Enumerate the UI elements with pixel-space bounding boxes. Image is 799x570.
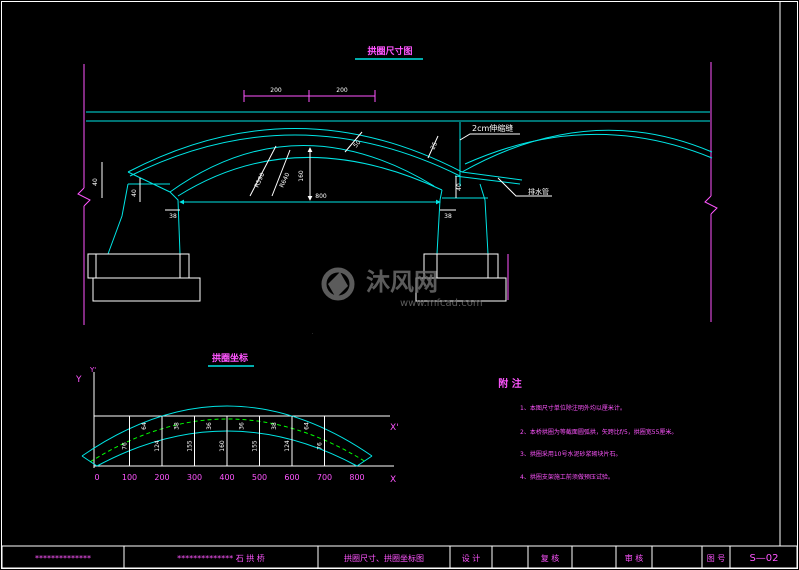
- sheet-label: 图 号: [707, 554, 726, 563]
- arch-ring: [127, 128, 713, 197]
- dim-38-left: 38: [169, 213, 177, 220]
- deck: [86, 111, 710, 122]
- radius-line-2: [271, 149, 291, 197]
- drain-label: 排水管: [528, 187, 549, 196]
- dim-38-right: 38: [444, 213, 452, 220]
- x-tick-label: 100: [122, 473, 137, 482]
- dim-200-right: 200: [336, 87, 348, 94]
- title-block: ************** ************** 石 拱 桥 拱圈尺寸…: [1, 545, 798, 569]
- lower-ordinate-label: 76: [122, 442, 129, 450]
- drain-leader: [497, 177, 552, 197]
- design-label: 设 计: [462, 553, 481, 563]
- x-tick-label: 300: [187, 473, 202, 482]
- watermark-url: www.mfcad.com: [400, 298, 483, 309]
- coord-x-ticks: 0 100 200 300 400 500 600 700 800: [94, 473, 364, 482]
- dim-50-line: [344, 131, 363, 153]
- arch-left-end: [81, 455, 98, 467]
- project-name: ************** 石 拱 桥: [177, 553, 265, 563]
- note-1: 1、本图尺寸单位除注明外均以厘米计。: [520, 404, 626, 412]
- upper-ordinate-label: 38: [173, 422, 180, 430]
- dim-r590: R590: [253, 172, 266, 189]
- axis-y-label: Y: [75, 375, 82, 385]
- watermark: 沐风网 www.mfcad.com: [321, 267, 483, 309]
- center-arc: [89, 418, 367, 463]
- dim-40-left: 40: [92, 178, 99, 186]
- x-tick-label: 500: [252, 473, 267, 482]
- radius-line-1: [249, 145, 277, 197]
- review-label: 审 核: [625, 553, 644, 563]
- lower-ordinate-label: 155: [252, 440, 259, 452]
- dim-25: 25: [429, 141, 439, 151]
- check-label: 复 核: [541, 553, 560, 563]
- note-2: 2、本桥拱圈为等截面圆弧拱，矢跨比f/5，拱圈宽55厘米。: [520, 428, 677, 436]
- lower-ordinate-label: 76: [317, 442, 324, 450]
- x-tick-label: 200: [154, 473, 169, 482]
- dim-50: 50: [352, 139, 362, 149]
- watermark-brand: 沐风网: [366, 268, 438, 296]
- x-tick-label: 400: [219, 473, 234, 482]
- dim-40-mid: 40: [131, 189, 138, 197]
- drawing-name: 拱圈尺寸、拱圈坐标图: [344, 553, 424, 563]
- lower-ordinate-label: 124: [284, 440, 291, 452]
- joint-label: 2cm伸缩缝: [472, 123, 513, 133]
- upper-ordinate-label: 64: [141, 422, 148, 430]
- upper-ordinate-label: 64: [303, 422, 310, 430]
- dim-200-left: 200: [270, 87, 282, 94]
- company-name: **************: [35, 554, 91, 563]
- joint-leader: [459, 133, 520, 141]
- dim-40-right: 40: [456, 183, 463, 191]
- outer-arc: [81, 405, 373, 457]
- elevation-view: 拱圈尺寸图 200 200: [77, 45, 718, 335]
- notes-heading: 附 注: [498, 377, 521, 390]
- lower-ordinate-label: 155: [187, 440, 194, 452]
- x-tick-label: 600: [284, 473, 299, 482]
- x-tick-label: 800: [349, 473, 364, 482]
- x-tick-label: 0: [94, 473, 99, 482]
- axis-x-label: X: [390, 475, 396, 485]
- cut-lines: [77, 62, 718, 325]
- sheet-number: S—02: [749, 553, 778, 564]
- elevation-dot: .: [312, 331, 313, 335]
- dim-span-800: 800: [315, 193, 327, 200]
- coordinate-view: 拱圈坐标 Y X' X Y' 76 124 155 160 155 124 76 64 38 36…: [75, 352, 399, 485]
- note-4: 4、拱圈支架施工前须做预压试验。: [520, 473, 614, 481]
- left-foundation: [87, 253, 201, 302]
- coord-ordinates: 76 124 155 160 155 124 76 64 38 36 36 38 64: [122, 416, 325, 466]
- top-dimension: [243, 90, 376, 102]
- lower-ordinate-label: 124: [154, 440, 161, 452]
- elevation-title: 拱圈尺寸图: [367, 45, 412, 57]
- coords-title: 拱圈坐标: [212, 352, 248, 364]
- arch-right-end: [356, 455, 373, 467]
- middle-foundation: [415, 253, 507, 302]
- note-3: 3、拱圈采用10号水泥砂浆砌块片石。: [520, 450, 621, 458]
- dim-160: 160: [298, 170, 305, 182]
- upper-ordinate-label: 38: [271, 422, 278, 430]
- upper-ordinate-label: 36: [238, 422, 245, 430]
- x-tick-label: 700: [317, 473, 332, 482]
- axis-x2-label: X': [390, 423, 399, 433]
- upper-ordinate-label: 36: [206, 422, 213, 430]
- axis-y2-label: Y': [89, 366, 96, 374]
- notes: 附 注 1、本图尺寸单位除注明外均以厘米计。 2、本桥拱圈为等截面圆弧拱，矢跨比…: [498, 377, 677, 481]
- watermark-logo-icon: [321, 267, 355, 301]
- dim-25-line: [427, 135, 439, 159]
- lower-ordinate-label: 160: [219, 440, 226, 452]
